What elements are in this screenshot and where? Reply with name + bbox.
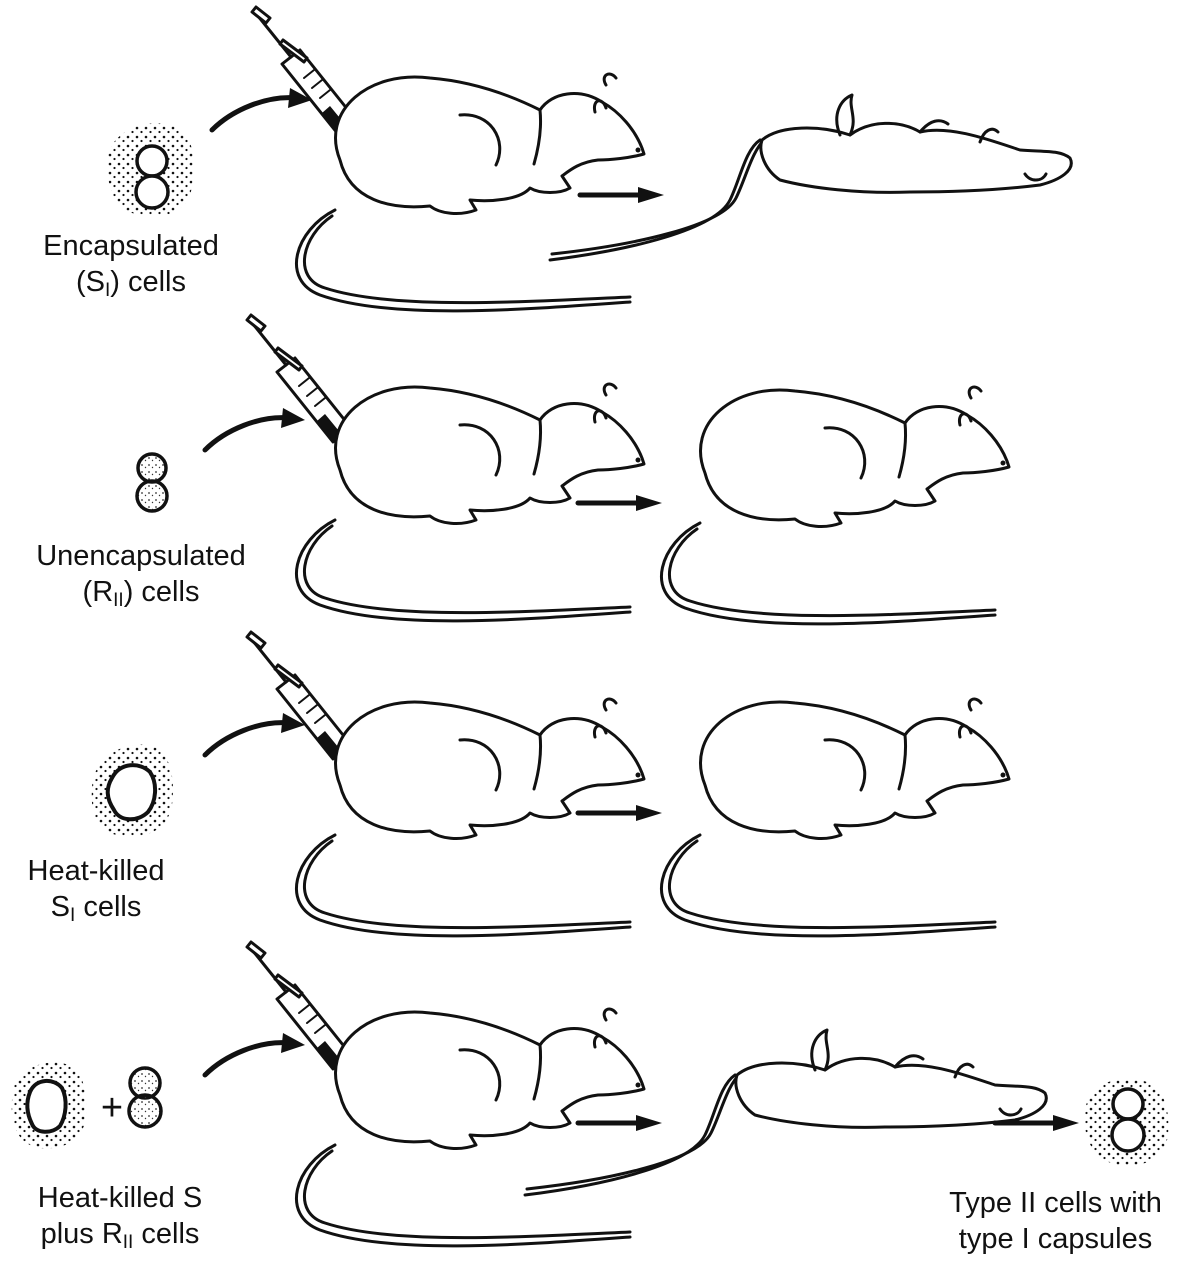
label-line: Encapsulated bbox=[43, 230, 219, 262]
label-line: (RII) cells bbox=[10, 574, 272, 610]
curved-arrow-icon bbox=[212, 88, 312, 130]
label-part: (S bbox=[75, 266, 105, 298]
encapsulated-cell-icon bbox=[107, 123, 194, 217]
arrow-right-icon bbox=[578, 1115, 662, 1131]
dead-mouse-icon bbox=[548, 93, 1073, 262]
live-mouse-icon bbox=[659, 385, 1011, 626]
label-line: plus RII cells bbox=[0, 1216, 240, 1252]
label-line: Heat-killed bbox=[27, 855, 165, 887]
curved-arrow-icon bbox=[205, 408, 305, 450]
heat-killed-cell-icon bbox=[11, 1062, 87, 1149]
label-line: SI cells bbox=[0, 889, 192, 925]
label-line: Heat-killed S bbox=[37, 1182, 203, 1214]
curved-arrow-icon bbox=[205, 1033, 305, 1075]
panel-heat-killed-plus-r: + bbox=[11, 940, 1169, 1248]
unencapsulated-cell-icon bbox=[127, 1066, 163, 1129]
curved-arrow-icon bbox=[205, 713, 305, 755]
label-part: S bbox=[50, 891, 70, 923]
label-line: (SI) cells bbox=[20, 264, 242, 300]
label-subscript: I bbox=[69, 905, 76, 926]
label-heat-killed-plus-r: Heat-killed S plus RII cells bbox=[0, 1180, 240, 1252]
panel-heat-killed bbox=[91, 630, 1011, 938]
heat-killed-cell-icon bbox=[91, 744, 173, 837]
panel-unencapsulated bbox=[135, 313, 1011, 626]
label-line: Type II cells with bbox=[949, 1187, 1162, 1219]
label-part: (R bbox=[82, 576, 114, 608]
arrow-right-icon bbox=[578, 805, 662, 821]
transformed-cell-icon bbox=[1084, 1078, 1169, 1166]
arrow-right-icon bbox=[578, 495, 662, 511]
label-subscript: I bbox=[104, 280, 111, 301]
label-unencapsulated: Unencapsulated (RII) cells bbox=[10, 538, 272, 610]
live-mouse-icon bbox=[294, 1007, 646, 1248]
label-part: ) cells bbox=[110, 266, 186, 298]
label-line: type I capsules bbox=[958, 1223, 1153, 1255]
label-part: plus R bbox=[40, 1218, 123, 1250]
label-part: cells bbox=[75, 891, 142, 923]
label-heat-killed: Heat-killed SI cells bbox=[0, 853, 192, 925]
panel-encapsulated bbox=[107, 5, 1073, 313]
label-subscript: II bbox=[122, 1232, 134, 1253]
arrow-right-icon bbox=[580, 187, 664, 203]
label-encapsulated: Encapsulated (SI) cells bbox=[20, 228, 242, 300]
label-result: Type II cells with type I capsules bbox=[918, 1185, 1193, 1257]
label-line: Unencapsulated bbox=[36, 540, 246, 572]
live-mouse-icon bbox=[294, 697, 646, 938]
live-mouse-icon bbox=[294, 72, 646, 313]
label-part: cells bbox=[133, 1218, 200, 1250]
label-subscript: II bbox=[113, 590, 124, 611]
label-part: ) cells bbox=[123, 576, 200, 608]
plus-sign: + bbox=[101, 1087, 123, 1129]
unencapsulated-cell-icon bbox=[135, 452, 169, 513]
live-mouse-icon bbox=[659, 697, 1011, 938]
